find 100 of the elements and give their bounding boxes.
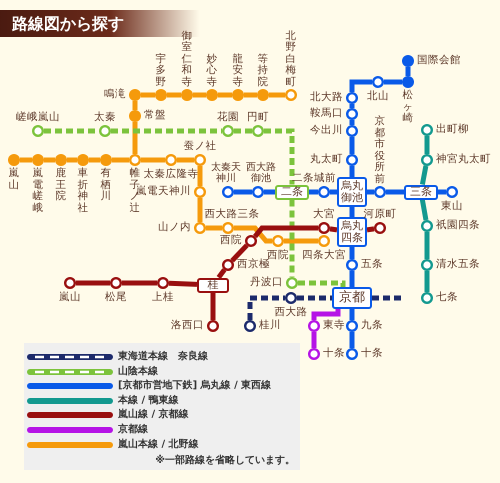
- rail-line: [210, 292, 216, 320]
- rail-line: [350, 271, 354, 287]
- rail-line: [89, 158, 100, 162]
- station-name: 嵐電嵯峨: [32, 168, 44, 214]
- station-name: 西大路三条: [204, 209, 260, 220]
- rail-line: [438, 190, 446, 194]
- rail-line: [44, 158, 55, 162]
- station-name: 九条: [361, 320, 383, 331]
- rail-line: [424, 271, 430, 292]
- rail-line: [312, 309, 340, 320]
- station-name: 太秦: [94, 112, 116, 123]
- station-name: 大宮: [313, 209, 335, 220]
- station-box: 烏丸御池: [337, 177, 367, 207]
- station-name: 山ノ内: [158, 222, 191, 233]
- station-name: 京都市役所前: [374, 116, 386, 185]
- rail-line: [248, 296, 285, 320]
- rail-line: [76, 280, 110, 286]
- rail-line: [198, 166, 202, 186]
- note-text: ※一部路線を省略しています。: [155, 454, 295, 467]
- station-name: 龍安寺: [232, 54, 244, 88]
- station-name: 有栖川: [100, 168, 112, 202]
- station-name: 今出川: [310, 125, 343, 136]
- station-name: 東寺: [323, 320, 345, 331]
- station-name: 北大路: [310, 92, 343, 103]
- rail-line: [367, 190, 374, 194]
- rail-line: [350, 247, 354, 259]
- rail-line: [193, 92, 206, 98]
- station-name: 松ヶ崎: [402, 90, 414, 124]
- rail-line: [206, 226, 222, 230]
- rail-line: [167, 92, 181, 98]
- station-name: 西大路御池: [246, 162, 276, 184]
- station-name: 洛西口: [171, 320, 204, 331]
- station-box: 三条: [404, 184, 438, 200]
- legend-text: 嵐山線 / 京都線: [118, 408, 189, 422]
- rail-line: [350, 207, 354, 217]
- station-name: 丹波口: [250, 277, 283, 288]
- rail-line: [298, 280, 346, 287]
- station-name: 宇多野: [156, 54, 166, 88]
- rail-line: [350, 120, 354, 125]
- station-name: 東山: [441, 201, 463, 212]
- rail-line: [234, 226, 272, 244]
- rail-line: [350, 80, 372, 92]
- station-name: 鞍馬口: [310, 108, 343, 119]
- rail-line: [122, 280, 157, 286]
- rail-line: [350, 309, 354, 320]
- station-name: 河原町: [364, 209, 396, 220]
- rail-line: [330, 226, 338, 232]
- rail-line: [424, 232, 430, 259]
- rail-line: [350, 104, 354, 108]
- station-name: 国際会館: [417, 55, 461, 66]
- station-name: 花園: [217, 112, 239, 123]
- station-name: 上桂: [152, 292, 174, 303]
- legend-text: 嵐山本線 / 北野線: [118, 438, 199, 452]
- station-name: 等持院: [258, 54, 268, 88]
- station-name: 円町: [247, 112, 269, 123]
- rail-line: [112, 158, 129, 162]
- rail-line: [384, 80, 402, 84]
- rail-line: [350, 332, 354, 348]
- rail-line: [141, 158, 165, 162]
- rail-line: [132, 101, 138, 110]
- legend-text: [京都市営地下鉄] 烏丸線 / 東西線: [118, 379, 272, 394]
- rail-line: [330, 190, 337, 194]
- station-name: 嵐山: [59, 292, 81, 303]
- rail-line: [198, 198, 202, 222]
- station-name: 北山: [367, 91, 389, 102]
- station-name: 西院: [267, 250, 289, 261]
- station-name: 西大路: [274, 307, 308, 318]
- station-name: 太秦広隆寺: [144, 169, 198, 180]
- rail-line: [216, 268, 226, 279]
- rail-line: [177, 158, 194, 162]
- station-name: 十条: [361, 348, 383, 359]
- rail-line: [67, 158, 77, 162]
- legend-text: 京都線: [118, 423, 148, 437]
- rail-line: [264, 128, 294, 184]
- station-name: 嵯峨嵐山: [16, 112, 60, 123]
- rail-line: [234, 190, 252, 194]
- station-name: 神宮丸太町: [436, 154, 491, 165]
- rail-line: [350, 166, 354, 177]
- station-box: 烏丸四条: [337, 217, 367, 247]
- rail-line: [297, 296, 332, 300]
- station-name: 御室仁和寺: [182, 30, 192, 88]
- rail-line: [253, 226, 318, 238]
- station-name: 嵐山: [8, 168, 20, 191]
- rail-line: [230, 244, 249, 262]
- rail-line: [424, 136, 430, 154]
- station-name: 五条: [361, 259, 383, 270]
- rail-line: [269, 92, 285, 98]
- rail-line: [350, 137, 354, 154]
- station-name: 二条城前: [292, 173, 336, 184]
- station-name: 桂川: [259, 320, 281, 331]
- station-name: 七条: [436, 292, 458, 303]
- rail-line: [290, 200, 294, 277]
- rail-line: [386, 190, 404, 194]
- rail-line: [132, 122, 138, 154]
- station-name: 西京極: [237, 259, 270, 270]
- legend-text: 山陰本線: [118, 364, 158, 379]
- station-name: 鳴滝: [104, 89, 126, 100]
- rail-line: [264, 190, 275, 194]
- station-name: 丸太町: [310, 154, 343, 165]
- station-name: 妙心寺: [206, 54, 218, 88]
